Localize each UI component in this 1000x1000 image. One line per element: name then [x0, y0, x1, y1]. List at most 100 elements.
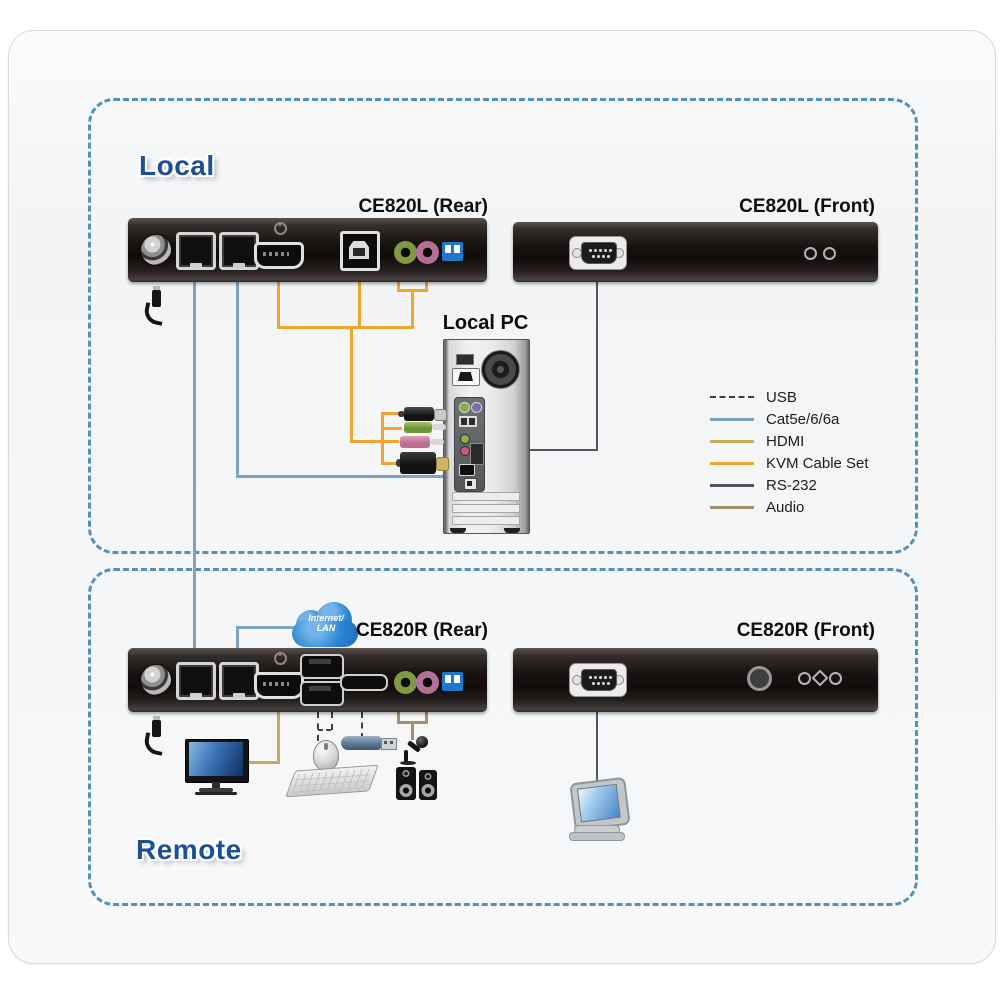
power-plug-local [142, 286, 174, 326]
hdmi-power-icon [274, 652, 287, 665]
cable-kvm-branch-hdmi [381, 462, 402, 465]
cable-kvm-main-drop [350, 326, 353, 443]
remote-speaker-right [419, 770, 437, 800]
cable-rs232-local-vertical [596, 282, 598, 450]
connector-shaft [430, 439, 444, 445]
legend-row-cat5e: Cat5e/6/6a [710, 408, 869, 430]
audio-pink-jack [416, 671, 439, 694]
drive-body [341, 736, 381, 750]
mic-base [400, 761, 416, 765]
legend-line-rs232 [710, 483, 754, 487]
legend-line-cat5e [710, 417, 754, 421]
led-indicator-2 [811, 669, 829, 687]
db9-connector [581, 242, 617, 264]
connector-body [404, 422, 432, 433]
legend-label-hdmi: HDMI [766, 432, 805, 450]
cable-audio-green-drop [397, 712, 400, 724]
remote-microphone [400, 736, 428, 766]
legend-line-audio [710, 505, 754, 509]
pc-expansion-slot [452, 516, 520, 525]
cable-hdmi-monitor-vertical [277, 712, 280, 764]
local-section-box [88, 98, 918, 554]
led-indicator-2 [823, 247, 836, 260]
ce820l-front-panel [513, 222, 878, 282]
cable-usb-mouse [317, 712, 319, 741]
cable-hdmi-monitor-horizontal [246, 761, 280, 764]
usb-peripheral-port [340, 674, 388, 691]
connector-shaft [432, 424, 446, 430]
cable-cat5e-cloud-vertical [236, 627, 239, 649]
power-jack [141, 235, 171, 265]
monitor-base [199, 788, 233, 792]
legend-label-audio: Audio [766, 498, 805, 516]
ce820r-front-title: CE820R (Front) [736, 620, 875, 641]
legend-row-audio: Audio [710, 496, 869, 518]
pc-fan [481, 350, 520, 389]
operation-button [747, 666, 772, 691]
connector-body [400, 436, 430, 448]
cloud-label-line1: Internet/ [308, 613, 344, 623]
cable-kvm-branch-pink [381, 440, 399, 443]
cable-kvm-audio-join [411, 289, 414, 329]
ps2-keyboard-port [471, 402, 482, 413]
connector-cable [398, 411, 405, 417]
usb-a-port-1 [300, 654, 344, 679]
cable-cat5e-extender-link [193, 281, 196, 650]
legend-line-usb [710, 396, 754, 398]
cable-kvm-audio-pink-drop [425, 281, 428, 292]
remote-touch-panel [566, 776, 631, 842]
remote-section-box [88, 568, 918, 906]
legend-label-rs232: RS-232 [766, 476, 817, 494]
ps2-mouse-port [459, 402, 470, 413]
legend-label-cat5e: Cat5e/6/6a [766, 410, 840, 428]
cable-kvm-merge-bar [277, 326, 414, 329]
pc-serial-port [470, 443, 484, 465]
hdmi-port [254, 672, 304, 699]
plug-tip [153, 286, 160, 291]
ce820l-rear-title: CE820L (Rear) [358, 196, 488, 217]
ce820l-front-title: CE820L (Front) [739, 196, 875, 217]
pc-hdmi-port [459, 464, 475, 476]
rj45-port-1 [176, 662, 216, 700]
pc-foot [450, 528, 466, 533]
usb-a-connector [398, 406, 447, 422]
ce820r-front-panel [513, 648, 878, 712]
mic-arm [404, 750, 408, 762]
cloud-label-line2: LAN [316, 622, 336, 633]
touch-screen [576, 783, 621, 823]
usb-b-port [340, 231, 380, 271]
speaker-tweeter [402, 770, 410, 777]
cable-audio-pink-drop [425, 712, 428, 724]
led-indicator-3 [829, 672, 842, 685]
touch-base [569, 832, 625, 841]
hdmi-connector [396, 450, 449, 476]
cable-audio-join [411, 721, 414, 740]
legend-label-kvm: KVM Cable Set [766, 454, 869, 472]
pc-lan-port [464, 478, 477, 490]
audio-pink-jack [416, 241, 439, 264]
cable-usb-keyboard [331, 712, 333, 730]
ce820r-rear-title: CE820R (Rear) [356, 620, 488, 641]
rj45-port-2 [219, 232, 259, 270]
plug-tip [153, 716, 160, 721]
cable-cat5e-lan-vertical [236, 281, 239, 477]
rj45-port-2 [219, 662, 259, 700]
cloud-label: Internet/ LAN [292, 600, 360, 650]
pc-vent [456, 354, 474, 365]
db9-pins [589, 249, 592, 252]
pc-audio-out [460, 434, 470, 444]
speaker-tweeter [424, 773, 432, 780]
cable-usb-drive [361, 712, 363, 739]
cable-kvm-branch-green [381, 427, 402, 430]
legend-row-kvm: KVM Cable Set [710, 452, 869, 474]
connector-body [400, 452, 436, 474]
drive-connector [381, 738, 397, 750]
remote-speaker-left [396, 767, 416, 800]
pc-expansion-slot [452, 504, 520, 513]
db9-pins [589, 676, 592, 679]
pink-audio-connector [398, 435, 446, 449]
serial-db9-port [569, 236, 627, 270]
cable-rs232-local-horizontal [530, 449, 598, 451]
ce820r-rear-panel [128, 648, 487, 712]
touch-frame [569, 776, 631, 832]
